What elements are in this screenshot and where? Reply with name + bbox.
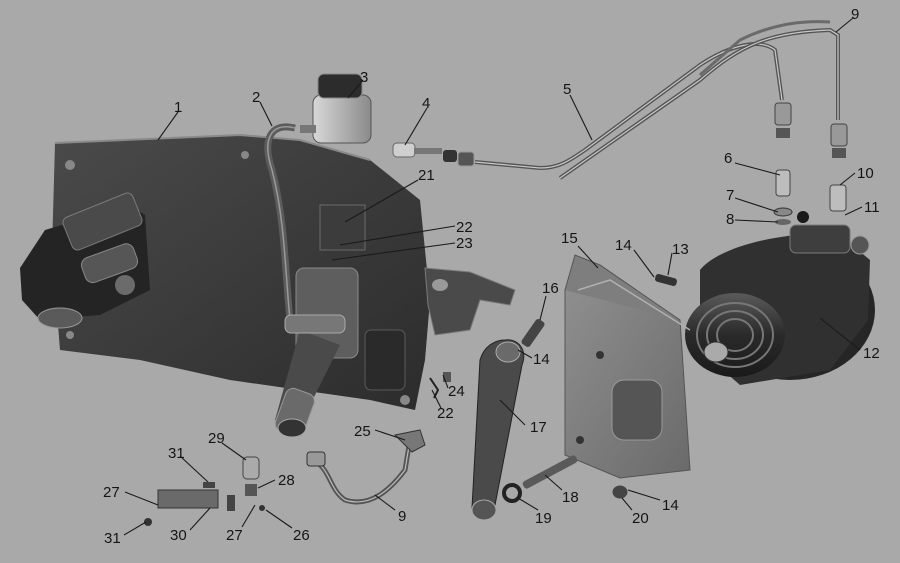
fluid-reservoir xyxy=(300,73,372,144)
nut xyxy=(611,484,629,500)
callout-1: 1 xyxy=(174,99,182,116)
leader-lines xyxy=(123,17,863,536)
brake-pipes xyxy=(474,20,840,180)
push-rod xyxy=(522,455,578,489)
callout-23: 23 xyxy=(456,235,473,252)
callout-31-b: 31 xyxy=(104,530,121,547)
callout-26: 26 xyxy=(293,527,310,544)
mounting-bracket xyxy=(564,254,691,479)
callout-15: 15 xyxy=(561,230,578,247)
callout-17: 17 xyxy=(530,419,547,436)
callout-20: 20 xyxy=(632,510,649,527)
callout-5: 5 xyxy=(563,81,571,98)
master-cylinder xyxy=(274,267,359,438)
callout-8: 8 xyxy=(726,211,734,228)
bolt xyxy=(655,273,677,287)
callout-12: 12 xyxy=(863,345,880,362)
callout-labels: 1 2 3 4 5 9 6 10 7 8 11 21 22 23 15 14 1… xyxy=(103,6,880,547)
callout-29: 29 xyxy=(208,430,225,447)
callout-22: 22 xyxy=(456,219,473,236)
lower-hose-assembly xyxy=(306,429,426,505)
pin xyxy=(521,319,545,347)
brake-valve xyxy=(20,192,150,329)
callout-30: 30 xyxy=(170,527,187,544)
callout-2: 2 xyxy=(252,89,260,106)
callout-19: 19 xyxy=(535,510,552,527)
small-clips xyxy=(429,372,451,399)
callout-11: 11 xyxy=(864,199,880,216)
callout-7: 7 xyxy=(726,187,734,204)
callout-16: 16 xyxy=(542,280,559,297)
callout-10: 10 xyxy=(857,165,874,182)
callout-9-b: 9 xyxy=(398,508,406,525)
callout-14-b: 14 xyxy=(533,351,550,368)
callout-18: 18 xyxy=(562,489,579,506)
callout-31: 31 xyxy=(168,445,185,462)
callout-6: 6 xyxy=(724,150,732,167)
spring-bracket xyxy=(424,267,516,336)
callout-27-b: 27 xyxy=(226,527,243,544)
callout-22-b: 22 xyxy=(437,405,454,422)
union-fittings xyxy=(773,102,848,225)
callout-24: 24 xyxy=(448,383,465,400)
washer xyxy=(502,483,522,503)
callout-27: 27 xyxy=(103,484,120,501)
pedal-lever xyxy=(471,339,525,521)
pipe-fitting xyxy=(392,142,475,167)
callout-21: 21 xyxy=(418,167,435,184)
strap-hardware xyxy=(144,456,265,526)
callout-4: 4 xyxy=(422,95,430,112)
callout-9: 9 xyxy=(851,6,859,23)
brake-chamber xyxy=(685,211,875,385)
callout-25: 25 xyxy=(354,423,371,440)
callout-14: 14 xyxy=(615,237,632,254)
callout-3: 3 xyxy=(360,69,368,86)
callout-14-c: 14 xyxy=(662,497,679,514)
callout-13: 13 xyxy=(672,241,689,258)
callout-28: 28 xyxy=(278,472,295,489)
